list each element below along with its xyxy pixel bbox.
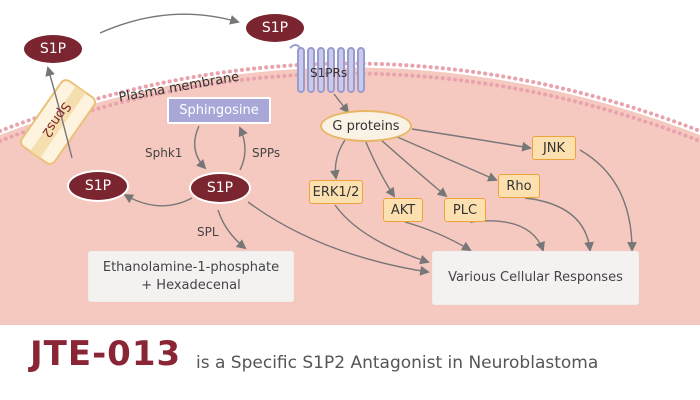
- arrow-gprot-to-plc: [379, 138, 448, 198]
- spns2-transporter: [20, 79, 96, 165]
- arrow-jnk-to-responses: [579, 149, 637, 252]
- arrow-akt-to-responses: [404, 221, 472, 252]
- arrow-spns2-export: [45, 66, 73, 159]
- s1p-intracellular-center: S1P: [189, 172, 251, 204]
- products-line2: + Hexadecenal: [141, 277, 241, 293]
- akt-box: AKT: [383, 198, 423, 222]
- sphk1-label: Sphk1: [145, 146, 183, 160]
- spl-label: SPL: [197, 225, 219, 239]
- compound-name: JTE-013: [30, 334, 182, 374]
- plc-box: PLC: [444, 198, 486, 222]
- s1prs-label: S1PRs: [310, 66, 348, 80]
- s1p-intracellular-left: S1P: [67, 170, 129, 202]
- title-description: is a Specific S1P2 Antagonist in Neurobl…: [196, 353, 599, 373]
- products-box: Ethanolamine-1-phosphate + Hexadecenal: [88, 251, 294, 302]
- arrow-receptor-to-gprot: [333, 93, 350, 114]
- arrow-spl: [217, 209, 247, 250]
- arrow-rho-to-responses: [524, 197, 594, 252]
- arrow-s1p-to-responses: [247, 201, 430, 276]
- sphingosine-box: Sphingosine: [167, 97, 271, 124]
- arrow-s1p-export-top: [99, 13, 240, 34]
- arrow-gprot-to-rho: [394, 135, 498, 182]
- arrow-gprot-to-jnk: [411, 128, 532, 152]
- arrow-spps: [238, 126, 248, 171]
- spps-label: SPPs: [252, 146, 281, 160]
- arrow-gprot-to-erk: [329, 139, 346, 180]
- responses-box: Various Cellular Responses: [432, 251, 639, 305]
- s1p-extracellular-left: S1P: [22, 33, 84, 65]
- arrow-sphk1: [193, 125, 207, 170]
- arrow-s1p-to-spns2: [123, 194, 193, 207]
- arrow-erk-to-responses: [334, 204, 430, 265]
- arrow-gprot-to-akt: [364, 139, 396, 198]
- g-proteins-node: G proteins: [320, 110, 412, 142]
- rho-box: Rho: [498, 174, 540, 198]
- jnk-box: JNK: [532, 136, 576, 160]
- s1pr-receptor: [289, 44, 365, 93]
- s1p-extracellular-right: S1P: [244, 12, 306, 44]
- erk-box: ERK1/2: [309, 180, 363, 204]
- products-line1: Ethanolamine-1-phosphate: [102, 259, 280, 275]
